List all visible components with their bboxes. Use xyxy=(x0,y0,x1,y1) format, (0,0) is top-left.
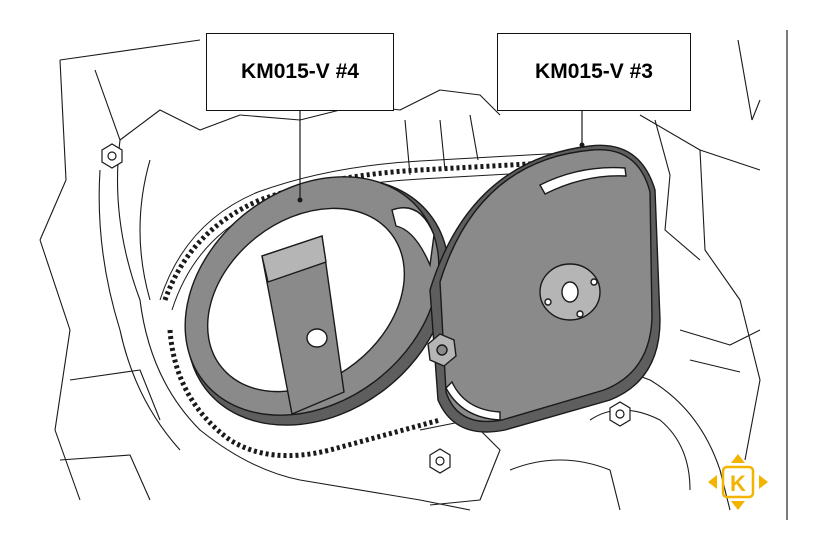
tool-plate xyxy=(427,144,661,433)
callout-label-tool-b: KM015-V #3 xyxy=(497,33,691,111)
timing-chain xyxy=(162,157,601,459)
brand-logo: K xyxy=(708,454,768,510)
bolt-icon xyxy=(101,143,123,169)
tool-ring-holder xyxy=(184,176,450,426)
callout-label-tool-a: KM015-V #4 xyxy=(206,33,394,111)
bolt-icon xyxy=(609,401,631,427)
logo-letter: K xyxy=(730,471,746,496)
leader-dot-tool-b xyxy=(579,142,585,148)
bolt-icon xyxy=(429,448,451,474)
leader-dot-tool-a xyxy=(297,197,303,203)
